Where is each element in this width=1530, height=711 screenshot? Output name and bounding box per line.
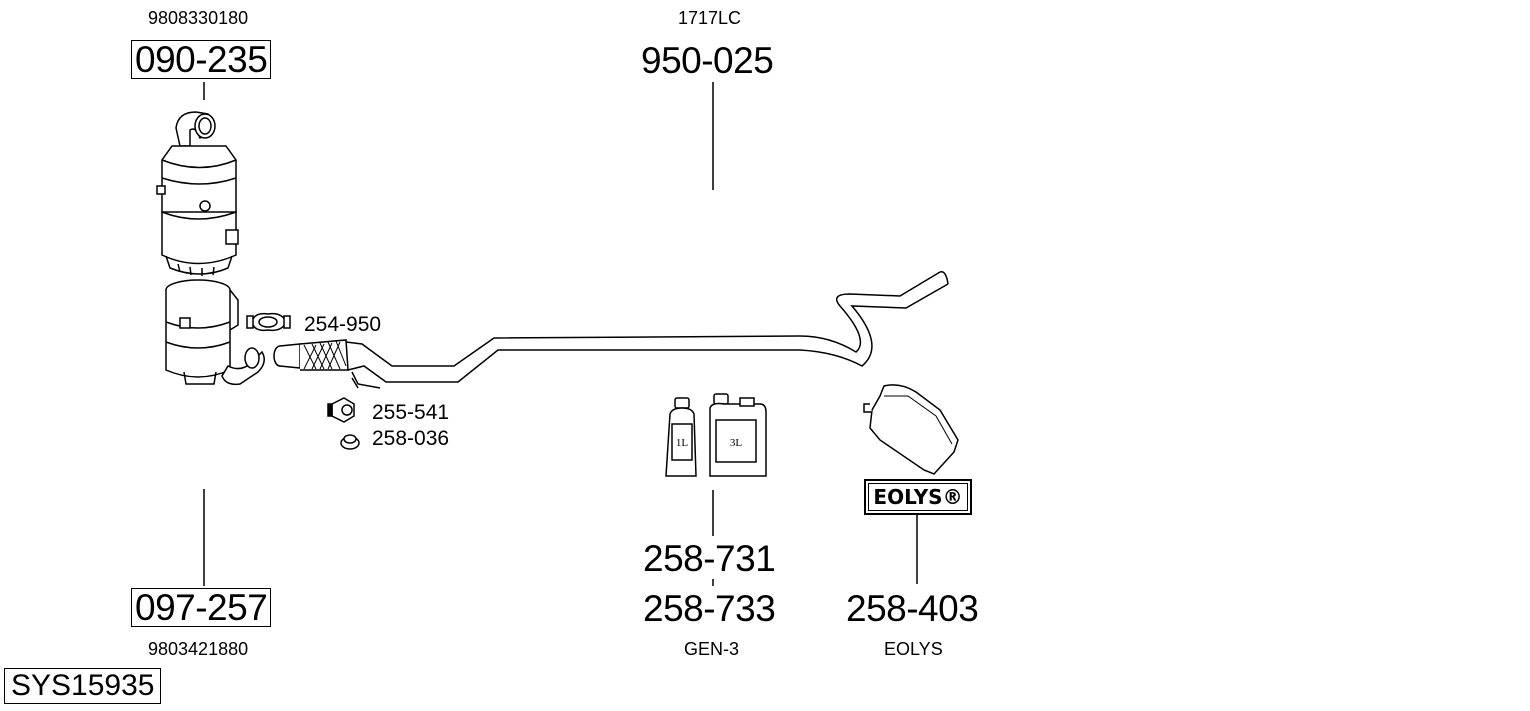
catalyst-lower-drawing bbox=[165, 279, 265, 386]
bottle-large-label: 3L bbox=[730, 437, 743, 449]
oem-number-top-left: 9808330180 bbox=[148, 8, 249, 28]
part-number-254-950[interactable]: 254-950 bbox=[304, 313, 382, 336]
catalyst-upper-drawing bbox=[156, 111, 239, 276]
part-number-258-731[interactable]: 258-731 bbox=[643, 538, 776, 579]
part-number-097-257[interactable]: 097-257 bbox=[131, 588, 272, 627]
bottle-large-icon bbox=[709, 393, 767, 477]
eolys-badge: EOLYS® bbox=[864, 479, 972, 515]
eolys-caption: EOLYS bbox=[884, 639, 943, 659]
clamp-icon bbox=[246, 312, 291, 332]
part-number-255-541[interactable]: 255-541 bbox=[372, 401, 450, 424]
fluid-caption: GEN-3 bbox=[684, 639, 740, 659]
part-number-258-733[interactable]: 258-733 bbox=[643, 588, 776, 629]
oem-number-pipe: 1717LC bbox=[678, 8, 742, 28]
eolys-tank-icon bbox=[863, 384, 959, 475]
system-id: SYS15935 bbox=[4, 668, 162, 704]
part-number-090-235[interactable]: 090-235 bbox=[131, 40, 272, 79]
part-number-258-403[interactable]: 258-403 bbox=[846, 588, 979, 629]
part-number-258-036[interactable]: 258-036 bbox=[372, 427, 450, 450]
oem-number-bottom-left: 9803421880 bbox=[148, 639, 249, 659]
bracket-icon bbox=[327, 397, 355, 423]
bottle-small-icon bbox=[665, 397, 697, 477]
nut-icon bbox=[340, 434, 360, 450]
bottle-small-label: 1L bbox=[676, 437, 689, 449]
part-number-950-025[interactable]: 950-025 bbox=[641, 40, 774, 81]
exhaust-pipe-drawing bbox=[273, 271, 949, 389]
